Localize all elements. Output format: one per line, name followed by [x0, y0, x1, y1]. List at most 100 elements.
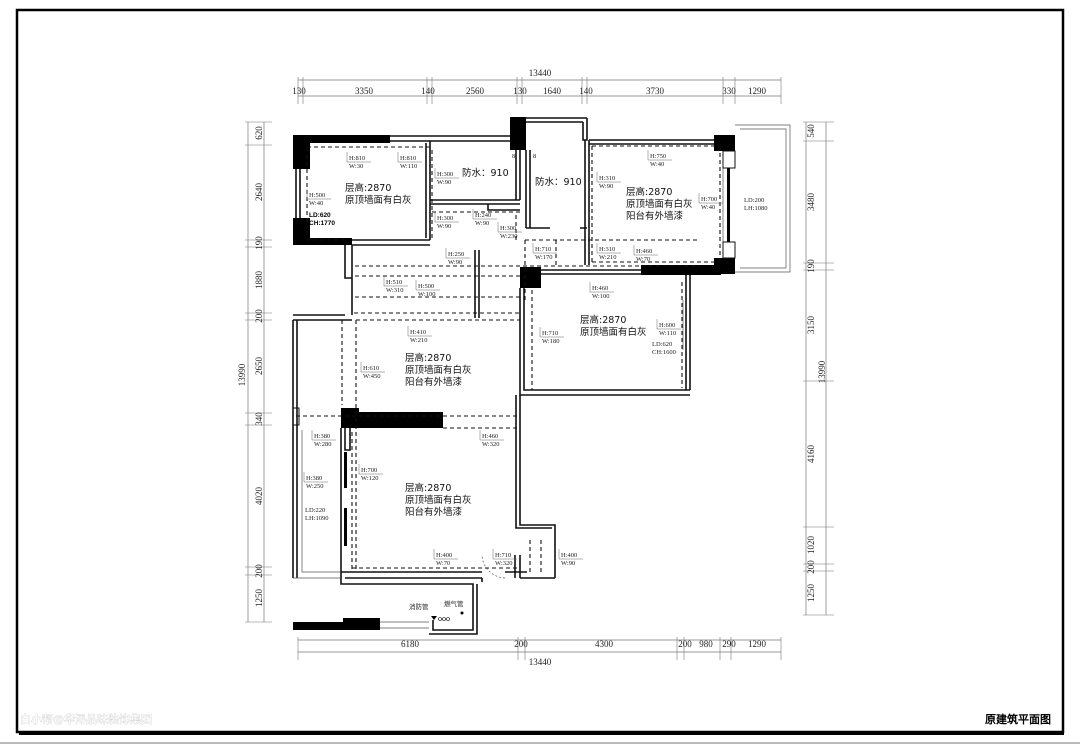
room-label-line: 阳台有外墙漆 — [405, 506, 463, 518]
dimension-label-left: 1250 — [254, 589, 264, 608]
dimension-label-top: 130 — [292, 86, 306, 96]
window-frame — [344, 508, 347, 546]
room-label-line: 阳台有外墙漆 — [626, 210, 684, 222]
dimension-total-bottom: 13440 — [529, 657, 552, 667]
room-label-line: 防水：910 — [462, 167, 509, 179]
beam-annotation-line: H:500 — [309, 192, 325, 199]
dimension-label-top: 2560 — [466, 86, 485, 96]
dimension-label-bottom: 200 — [514, 639, 528, 649]
dimension-label-left: 2650 — [254, 357, 264, 376]
drain-symbol: 8 — [533, 153, 536, 160]
beam-annotation-line: H:310 — [599, 246, 615, 253]
dimension-label-top: 140 — [421, 86, 435, 96]
window-frame — [344, 452, 347, 488]
beam-annotation-line: W:310 — [386, 287, 403, 294]
beam-annotation-line: H:700 — [361, 467, 377, 474]
dimension-label-left: 340 — [254, 412, 264, 426]
dimension-label-bottom: 200 — [678, 639, 692, 649]
room-label-line: 层高:2870 — [405, 352, 451, 364]
window-annotation-line: LD:220 — [305, 507, 325, 514]
beam-annotation-line: H:810 — [400, 155, 416, 162]
beam-annotation-line: H:400 — [436, 552, 452, 559]
dimension-label-top: 1290 — [748, 86, 767, 96]
gas-pipe-label: 燃气管 — [444, 599, 464, 608]
dimension-label-top: 3350 — [355, 86, 374, 96]
fire-pipe-symbol — [431, 616, 437, 620]
dimension-label-top: 3730 — [646, 86, 665, 96]
annotations: H:810W:30H:810W:110H:500W:40H:300W:90H:3… — [303, 150, 767, 611]
beam-annotation-line: W:210 — [599, 254, 616, 261]
wall-column — [520, 267, 541, 288]
beam-annotation-line: W:100 — [418, 291, 435, 298]
dimension-label-bottom: 6180 — [401, 639, 420, 649]
dimension-label-left: 200 — [254, 564, 264, 578]
wall-column — [310, 135, 390, 143]
room-label-line: 层高:2870 — [345, 182, 391, 194]
dimension-label-right: 190 — [806, 259, 816, 273]
dimension-total-left: 13990 — [237, 363, 247, 386]
dimension-label-top: 130 — [513, 86, 527, 96]
beam-annotation-line: W:120 — [361, 475, 378, 482]
beam-annotation-line: W:320 — [482, 441, 499, 448]
beam-annotation-line: W:40 — [650, 161, 664, 168]
dimension-label-top: 330 — [722, 86, 736, 96]
beam-annotation-line: H:500 — [418, 283, 434, 290]
window-annotation-line: CH:1770 — [309, 220, 335, 227]
beam-annotation-line: H:460 — [482, 433, 498, 440]
beam-annotation-line: H:750 — [650, 153, 666, 160]
wall-column — [341, 408, 359, 428]
dimension-label-right: 200 — [806, 560, 816, 574]
room-label-line: 防水：910 — [535, 176, 582, 188]
dimension-label-top: 140 — [579, 86, 593, 96]
beam-annotation-line: H:600 — [659, 322, 675, 329]
window-annotation-line: LD:200 — [744, 197, 764, 204]
dimension-label-right: 1020 — [806, 536, 816, 555]
beam-annotation-line: W:70 — [436, 560, 450, 567]
window-sill — [722, 241, 736, 259]
dimension-label-right: 540 — [806, 124, 816, 138]
beam-annotation-line: H:380 — [314, 433, 330, 440]
dimension-label-left: 2640 — [254, 183, 264, 202]
room-label-line: 原顶墙面有白灰 — [405, 364, 472, 376]
beam-annotation-line: W:250 — [306, 483, 323, 490]
wall-column — [359, 412, 443, 428]
wall-column — [293, 622, 343, 630]
dimension-label-bottom: 4300 — [595, 639, 614, 649]
dimension-total-top: 13440 — [529, 68, 552, 78]
beam-annotation-line: W:110 — [400, 163, 417, 170]
room-label: 防水：910 — [535, 176, 582, 188]
beam-annotation-line: W:90 — [448, 259, 462, 266]
window-annotation-line: LD:620 — [652, 341, 672, 348]
beam-annotation-line: H:710 — [495, 552, 511, 559]
drain-symbol: 8 — [512, 153, 515, 160]
room-label-line: 阳台有外墙漆 — [405, 376, 463, 388]
beam-annotation-line: H:300 — [437, 215, 453, 222]
beam-annotation-line: H:710 — [542, 330, 558, 337]
dimension-label-bottom: 290 — [722, 639, 736, 649]
beam-annotation-line: W:90 — [561, 560, 575, 567]
